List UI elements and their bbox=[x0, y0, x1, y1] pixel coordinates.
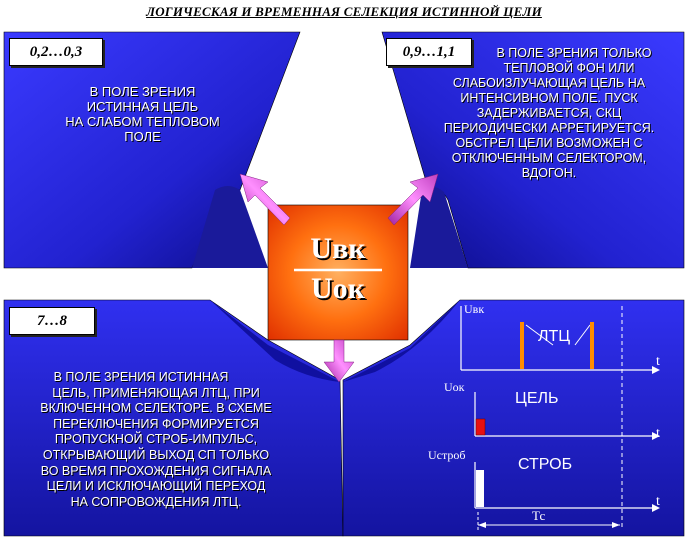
text-line: ЗАДЕРЖИВАЕТСЯ, СКЦ bbox=[476, 106, 622, 120]
text-line: ОТКРЫВАЮЩИЙ ВЫХОД СП ТОЛЬКО bbox=[42, 447, 270, 462]
text-line: ПОЛЕ bbox=[124, 129, 161, 144]
text-line: НА СОПРОВОЖДЕНИЯ ЛТЦ. bbox=[70, 494, 242, 509]
center-denominator: Uок bbox=[311, 272, 365, 305]
panel-top-right-fold bbox=[410, 186, 468, 268]
text-line: ИСТИННАЯ ЦЕЛЬ bbox=[86, 99, 199, 114]
ltc-callout-right bbox=[574, 324, 591, 346]
text-line: ИНТЕНСИВНОМ ПОЛЕ. ПУСК bbox=[460, 91, 638, 105]
page-title: ЛОГИЧЕСКАЯ И ВРЕМЕННАЯ СЕЛЕКЦИЯ ИСТИННОЙ… bbox=[146, 4, 542, 19]
text-line: ПЕРИОДИЧЕСКИ АРРЕТИРУЕТСЯ. bbox=[443, 121, 655, 135]
text-line: ОБСТРЕЛ ЦЕЛИ ВОЗМОЖЕН С bbox=[455, 136, 643, 150]
period-label: Тс bbox=[532, 508, 546, 523]
ltc-pulse-2 bbox=[590, 322, 594, 369]
panel-top-left-text: В ПОЛЕ ЗРЕНИЯ ИСТИННАЯ ЦЕЛЬ НА СЛАБОМ ТЕ… bbox=[20, 84, 265, 144]
chart-tlabel-1: t bbox=[656, 354, 660, 369]
timing-chart bbox=[460, 306, 660, 530]
center-box bbox=[267, 204, 409, 341]
target-pulse bbox=[475, 418, 486, 436]
strobe-pulse bbox=[476, 470, 484, 507]
center-numerator: Uвк bbox=[310, 232, 366, 265]
ltc-callout-left bbox=[525, 324, 554, 346]
text-line: СЛАБОИЗЛУЧАЮЩАЯ ЦЕЛЬ НА bbox=[452, 76, 646, 90]
ltc-pulse-1 bbox=[520, 322, 524, 369]
chart-ylabel-2: Uок bbox=[444, 380, 465, 394]
text-line: ОТКЛЮЧЕННЫМ СЕЛЕКТОРОМ, bbox=[451, 151, 647, 165]
text-line: ПРОПУСКНОЙ СТРОБ-ИМПУЛЬС, bbox=[54, 432, 258, 447]
range-tag-top-left: 0,2…0,3 bbox=[9, 38, 103, 66]
text-line: НА СЛАБОМ ТЕПЛОВОМ bbox=[65, 114, 220, 129]
range-tag-bottom-left: 7…8 bbox=[9, 307, 95, 335]
arrow-down-icon bbox=[323, 339, 355, 383]
panel-bottom-left-text: В ПОЛЕ ЗРЕНИЯ ИСТИННАЯ ЦЕЛЬ, ПРИМЕНЯЮЩАЯ… bbox=[6, 370, 306, 510]
panel-top-right-text: В ПОЛЕ ЗРЕНИЯ ТОЛЬКО ТЕПЛОВОЙ ФОН ИЛИ СЛ… bbox=[418, 46, 680, 181]
chart-signal-label-1: ЛТЦ bbox=[538, 328, 571, 345]
text-line: ЦЕЛЬ, ПРИМЕНЯЮЩАЯ ЛТЦ, ПРИ bbox=[52, 385, 260, 400]
panel-top-left-fold bbox=[192, 186, 268, 268]
text-line: В ПОЛЕ ЗРЕНИЯ bbox=[89, 84, 196, 99]
chart-tlabel-2: t bbox=[656, 426, 660, 441]
arrow-top-left-icon bbox=[239, 173, 291, 226]
text-line: ЦЕЛИ И ИСКЛЮЧАЮЩИЙ ПЕРЕХОД bbox=[46, 479, 266, 494]
text-line: ВКЛЮЧЕННОМ СЕЛЕКТОРЕ. В СХЕМЕ bbox=[40, 401, 272, 416]
text-line: В ПОЛЕ ЗРЕНИЯ ТОЛЬКО bbox=[496, 46, 652, 60]
panel-bottom-right-bg bbox=[342, 299, 685, 537]
text-line: ВО ВРЕМЯ ПРОХОЖДЕНИЯ СИГНАЛА bbox=[40, 463, 272, 478]
text-line: ПЕРЕКЛЮЧЕНИЯ ФОРМИРУЕТСЯ bbox=[53, 416, 259, 431]
text-line: ВДОГОН. bbox=[521, 166, 577, 180]
chart-ylabel-1: Uвк bbox=[464, 302, 485, 316]
chart-signal-label-3: СТРОБ bbox=[518, 456, 573, 473]
arrow-top-right-icon bbox=[387, 173, 439, 226]
chart-ylabel-3: Uстроб bbox=[428, 448, 466, 462]
panel-top-left-bg bbox=[3, 31, 301, 269]
text-line: В ПОЛЕ ЗРЕНИЯ ИСТИННАЯ bbox=[53, 370, 229, 384]
range-tag-top-right: 0,9…1,1 bbox=[386, 38, 472, 66]
text-line: ТЕПЛОВОЙ ФОН ИЛИ bbox=[503, 61, 635, 75]
chart-tlabel-3: t bbox=[656, 494, 660, 509]
chart-signal-label-2: ЦЕЛЬ bbox=[515, 390, 559, 407]
